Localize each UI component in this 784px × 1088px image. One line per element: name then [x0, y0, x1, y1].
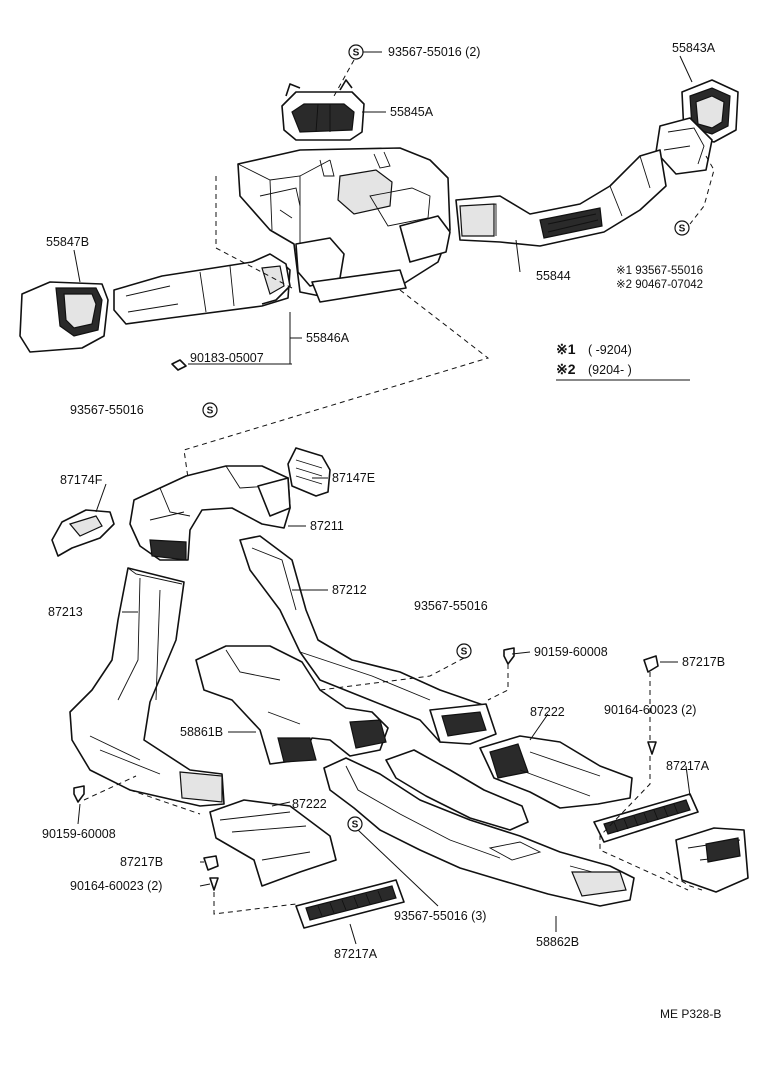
fastener-87217B-left: [203, 855, 219, 871]
part-58862B-duct: [323, 749, 635, 907]
part-90183-05007-clip: [171, 359, 187, 371]
svg-text:S: S: [207, 406, 214, 417]
fastener-87217B-right: [643, 655, 659, 673]
label-93567-55016-2-top: 93567-55016 (2): [388, 45, 480, 59]
part-duct-connector-right: [655, 117, 713, 175]
part-87222-duct-right: [479, 735, 633, 809]
label-55846A: 55846A: [306, 331, 350, 345]
label-90164-60023-2-left: 90164-60023 (2): [70, 879, 162, 893]
part-87147E-grille: [287, 447, 331, 497]
part-87211-duct: [129, 465, 291, 561]
part-87212-duct: [239, 535, 497, 745]
part-87217A-grille-bottom: [295, 879, 405, 929]
s-symbol-left: S: [202, 402, 218, 418]
label-87217B-left: 87217B: [120, 855, 163, 869]
label-87147E: 87147E: [332, 471, 375, 485]
label-55845A: 55845A: [390, 105, 434, 119]
svg-text:S: S: [353, 48, 360, 59]
legend-box: ※1 ( -9204) ※2 (9204- ): [556, 341, 690, 381]
label-87212: 87212: [332, 583, 367, 597]
leader-lines: [73, 51, 693, 945]
label-87217A-bottom: 87217A: [334, 947, 378, 961]
s-symbol-bottom: S: [347, 816, 363, 832]
part-labels: 93567-55016 (2) 55845A 55843A 55847B 558…: [42, 41, 725, 961]
svg-text:S: S: [679, 224, 686, 235]
part-55844-duct: [455, 149, 667, 247]
label-87217A-right: 87217A: [666, 759, 710, 773]
label-90183-05007: 90183-05007: [190, 351, 264, 365]
part-outlet-bottom-right: [675, 827, 749, 893]
fastener-90164-60023-left: [209, 877, 219, 891]
part-87174F-vent: [51, 509, 115, 557]
label-87222-right: 87222: [530, 705, 565, 719]
part-55846A-duct: [113, 253, 291, 325]
fastener-90159-60008-left: [73, 785, 85, 803]
s-symbol-top: S: [348, 44, 364, 60]
label-58862B: 58862B: [536, 935, 579, 949]
part-58861B-duct: [195, 645, 389, 765]
label-87213: 87213: [48, 605, 83, 619]
part-55845A-register: [281, 79, 365, 141]
s-symbol-right: S: [674, 220, 690, 236]
label-87174F: 87174F: [60, 473, 103, 487]
label-90164-60023-2-right: 90164-60023 (2): [604, 703, 696, 717]
label-55847B: 55847B: [46, 235, 89, 249]
label-93567-55016-left: 93567-55016: [70, 403, 144, 417]
part-87222-duct-left: [209, 799, 337, 887]
s-symbol-mid: S: [456, 643, 472, 659]
legend-mark-1: ※1: [556, 341, 576, 357]
fastener-90164-60023-right: [647, 741, 657, 755]
fastener-90159-60008-right: [503, 647, 515, 665]
legend-mark-2: ※2: [556, 361, 576, 377]
part-87213-duct: [69, 567, 225, 807]
label-90159-60008-right: 90159-60008: [534, 645, 608, 659]
label-93567-55016-3: 93567-55016 (3): [394, 909, 486, 923]
label-note-2: ※2 90467-07042: [616, 279, 703, 291]
label-93567-55016-mid: 93567-55016: [414, 599, 488, 613]
label-55843A: 55843A: [672, 41, 716, 55]
label-87211: 87211: [310, 519, 344, 533]
svg-text:S: S: [461, 647, 468, 658]
label-87222-left: 87222: [292, 797, 327, 811]
label-90159-60008-left: 90159-60008: [42, 827, 116, 841]
label-55844: 55844: [536, 269, 571, 283]
label-58861B: 58861B: [180, 725, 223, 739]
dashed-assembly-lines: [83, 59, 715, 915]
svg-text:S: S: [352, 820, 359, 831]
legend-range-1: ( -9204): [588, 343, 632, 357]
label-note-1: ※1 93567-55016: [616, 265, 703, 277]
label-87217B-right: 87217B: [682, 655, 725, 669]
part-heater-unit: [237, 147, 451, 303]
legend-range-2: (9204- ): [588, 363, 632, 377]
page-reference: ME P328-B: [660, 1007, 721, 1021]
part-55847B-outlet: [19, 281, 109, 353]
